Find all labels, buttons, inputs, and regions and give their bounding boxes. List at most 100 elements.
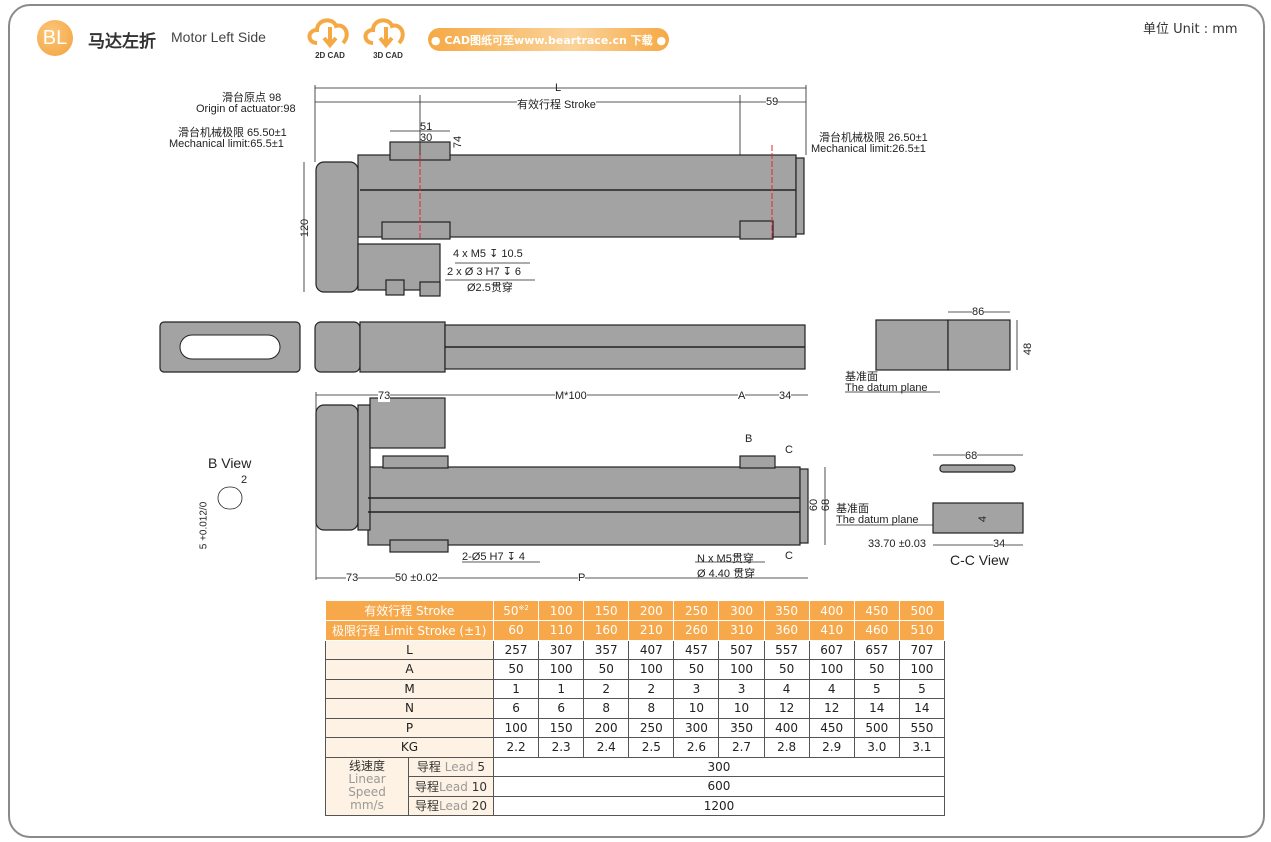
dim-A: A xyxy=(738,390,746,402)
limit-cell: 260 xyxy=(673,620,720,641)
page-title-cn: 马达左折 xyxy=(88,32,156,52)
label-C-top: C xyxy=(785,444,793,456)
table-cell: 400 xyxy=(763,717,810,738)
datum-cn-2: 基准面 xyxy=(836,503,869,515)
row-label: KG xyxy=(325,737,494,758)
dim-60: 60 xyxy=(808,498,821,512)
table-cell: 100 xyxy=(628,659,675,680)
table-cell: 5 xyxy=(853,678,900,699)
table-cell: 457 xyxy=(673,639,720,660)
origin-cn: 滑台原点 98 xyxy=(222,92,282,104)
table-cell: 14 xyxy=(853,698,900,719)
table-cell: 2 xyxy=(628,678,675,699)
cloud-download-3d-icon[interactable] xyxy=(361,13,411,49)
table-cell: 2.6 xyxy=(673,737,720,758)
dim-P: P xyxy=(578,572,586,584)
note-nm5: N x M5贯穿 xyxy=(697,553,754,565)
page-title-en: Motor Left Side xyxy=(171,29,266,45)
limit-label: 极限行程 Limit Stroke (±1) xyxy=(325,620,494,641)
table-cell: 50 xyxy=(763,659,810,680)
speed-row: 导程Lead 20 1200 xyxy=(326,795,945,816)
table-cell: 500 xyxy=(853,717,900,738)
dim-4: 4 xyxy=(977,515,990,523)
lead-label: 导程Lead 20 xyxy=(408,795,494,816)
lead-label: 导程 Lead 5 xyxy=(408,756,494,777)
table-cell: 3.0 xyxy=(853,737,900,758)
table-cell: 557 xyxy=(763,639,810,660)
dim-50: 50 ±0.02 xyxy=(395,572,438,584)
table-cell: 10 xyxy=(673,698,720,719)
table-cell: 8 xyxy=(628,698,675,719)
table-cell: 2.8 xyxy=(763,737,810,758)
stroke-cell: 300 xyxy=(718,601,765,621)
table-cell: 100 xyxy=(538,659,585,680)
stroke-cell: 500 xyxy=(899,601,945,621)
motor-cover-top xyxy=(315,161,359,293)
limit-cell: 110 xyxy=(538,620,585,641)
stroke-cell: 150 xyxy=(583,601,630,621)
note-pin: 2 x Ø 3 H7 ↧ 6 xyxy=(447,266,522,278)
series-badge: BL xyxy=(37,20,73,56)
table-cell: 257 xyxy=(492,639,540,660)
dim-51: 51 xyxy=(420,121,433,133)
speed-value: 300 xyxy=(493,756,945,777)
table-cell: 607 xyxy=(808,639,855,660)
table-cell: 1 xyxy=(538,678,585,699)
table-cell: 10 xyxy=(718,698,765,719)
speed-value: 1200 xyxy=(493,795,945,816)
mech-limit-left-cn: 滑台机械极限 65.50±1 xyxy=(178,127,287,139)
cloud-download-2d-icon[interactable] xyxy=(305,13,355,49)
3d-cad-label[interactable]: 3D CAD xyxy=(373,51,403,60)
table-cell: 100 xyxy=(808,659,855,680)
table-cell: 6 xyxy=(492,698,540,719)
limit-cell: 310 xyxy=(718,620,765,641)
page-frame xyxy=(8,4,1265,838)
dim-stroke: 有效行程 Stroke xyxy=(517,96,596,112)
table-cell: 2.2 xyxy=(492,737,540,758)
row-label: N xyxy=(325,698,494,719)
table-cell: 50 xyxy=(853,659,900,680)
limit-cell: 460 xyxy=(854,620,900,641)
speed-row: 导程Lead 10 600 xyxy=(326,776,945,797)
table-cell: 657 xyxy=(853,639,900,660)
label-B: B xyxy=(745,433,753,445)
stroke-cell: 250 xyxy=(673,601,720,621)
table-cell: 250 xyxy=(628,717,675,738)
table-cell: 2.3 xyxy=(538,737,585,758)
limit-cell: 210 xyxy=(628,620,675,641)
table-cell: 200 xyxy=(583,717,630,738)
limit-cell: 510 xyxy=(899,620,945,641)
dim-m100: M*100 xyxy=(555,390,587,402)
dim-34-top: 34 xyxy=(779,390,792,402)
label-C-bottom: C xyxy=(785,550,793,562)
dim-74: 74 xyxy=(452,135,465,149)
download-banner[interactable]: ● CAD图纸可至www.beartrace.cn 下载 ● xyxy=(428,28,669,51)
datum-en-2: The datum plane xyxy=(836,514,919,526)
table-cell: 5 xyxy=(898,678,945,699)
table-cell: 407 xyxy=(628,639,675,660)
table-cell: 12 xyxy=(763,698,810,719)
limit-cell: 410 xyxy=(809,620,855,641)
stroke-cell: 350 xyxy=(764,601,810,621)
stroke-cell: 50※2 xyxy=(493,601,540,621)
table-cell: 2.9 xyxy=(808,737,855,758)
lead-label: 导程Lead 10 xyxy=(408,776,494,797)
dim-30: 30 xyxy=(420,132,433,144)
table-cell: 12 xyxy=(808,698,855,719)
table-cell: 100 xyxy=(898,659,945,680)
mech-limit-left-en: Mechanical limit:65.5±1 xyxy=(169,138,284,150)
table-cell: 3.1 xyxy=(898,737,945,758)
table-cell: 50 xyxy=(492,659,540,680)
stroke-cell: 450 xyxy=(854,601,900,621)
dim-68: 68 xyxy=(965,450,978,462)
speed-value: 600 xyxy=(493,776,945,797)
table-cell: 3 xyxy=(718,678,765,699)
dim-73-bottom: 73 xyxy=(346,572,359,584)
2d-cad-label[interactable]: 2D CAD xyxy=(315,51,345,60)
